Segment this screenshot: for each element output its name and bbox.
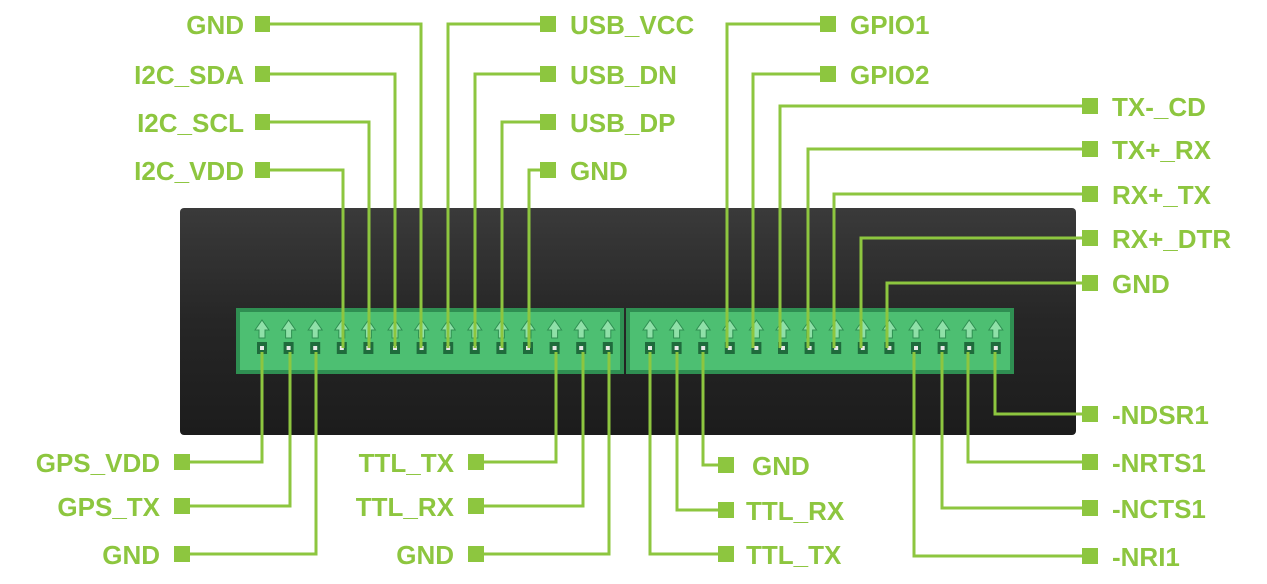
terminal-pin-b2-13	[961, 319, 978, 354]
wire-b1-gnd-bottom: GND	[102, 352, 318, 570]
terminal-block-2	[626, 308, 1014, 374]
label-i2c-sda: I2C_SDA	[134, 60, 244, 90]
wire-b2-ncts1: -NCTS1	[940, 352, 1206, 524]
wire-b1-ttl-tx: TTL_TX	[359, 352, 558, 478]
terminal-block-1-face	[240, 312, 620, 370]
terminal-pin-b1-13	[573, 319, 590, 354]
label-rx-tx: RX+_TX	[1112, 180, 1212, 210]
wire-b2-gpio2: GPIO2	[751, 60, 929, 348]
terminal-pin-b2-3	[695, 319, 712, 354]
label-b1-ttl-tx: TTL_TX	[359, 448, 455, 478]
terminal-pin-b1-1	[254, 319, 270, 354]
label-gpio2: GPIO2	[850, 60, 929, 90]
label-usb-vcc: USB_VCC	[570, 10, 694, 40]
wire-b2-rx-tx: RX+_TX	[832, 180, 1212, 348]
wire-b2-nrts1: -NRTS1	[966, 352, 1206, 478]
terminal-block-1	[236, 308, 624, 374]
label-b1-gnd-top2: GND	[570, 156, 628, 186]
label-b2-ttl-tx: TTL_TX	[746, 540, 842, 570]
wire-b1-gps-tx: GPS_TX	[57, 352, 292, 522]
wire-b1-ttl-rx: TTL_RX	[356, 352, 585, 522]
label-b1-gnd-bottom: GND	[102, 540, 160, 570]
label-gps-vdd: GPS_VDD	[36, 448, 160, 478]
wire-b1-gnd-top2: GND	[527, 156, 628, 348]
label-b1-gnd-bottom2: GND	[396, 540, 454, 570]
label-gps-tx: GPS_TX	[57, 492, 160, 522]
label-nri1: -NRI1	[1112, 542, 1180, 572]
terminal-pin-b2-12	[934, 319, 951, 354]
label-usb-dn: USB_DN	[570, 60, 677, 90]
wire-b2-ttl-tx: TTL_TX	[648, 352, 842, 570]
label-b1-ttl-rx: TTL_RX	[356, 492, 455, 522]
wire-b2-gnd-top: GND	[885, 269, 1170, 348]
label-i2c-scl: I2C_SCL	[137, 108, 244, 138]
label-b2-ttl-rx: TTL_RX	[746, 496, 845, 526]
wire-b1-usb-dn: USB_DN	[473, 60, 677, 348]
terminal-block-2-face	[630, 312, 1010, 370]
wire-b1-i2c-sda: I2C_SDA	[134, 60, 397, 348]
terminal-pin-b1-14	[599, 319, 616, 354]
label-tx-rx: TX+_RX	[1112, 135, 1212, 165]
wire-b1-usb-dp: USB_DP	[500, 108, 675, 348]
label-ncts1: -NCTS1	[1112, 494, 1206, 524]
label-tx-cd: TX-_CD	[1112, 92, 1206, 122]
wire-b2-tx-rx: TX+_RX	[806, 135, 1212, 348]
wire-b1-gnd-bottom2: GND	[396, 352, 611, 570]
terminal-pin-b1-3	[307, 319, 324, 354]
wire-b2-tx-cd: TX-_CD	[778, 92, 1206, 348]
wire-b2-gnd-bottom: GND	[701, 352, 810, 481]
wire-b1-i2c-scl: I2C_SCL	[137, 108, 371, 348]
terminal-pin-b1-12	[546, 319, 563, 354]
wire-b1-gnd-top: GND	[186, 10, 423, 348]
wire-b2-gpio1: GPIO1	[725, 10, 929, 348]
label-ndsr1: -NDSR1	[1112, 400, 1209, 430]
label-usb-dp: USB_DP	[570, 108, 675, 138]
terminal-pin-b2-2	[668, 319, 685, 354]
wire-b1-usb-vcc: USB_VCC	[446, 10, 694, 348]
label-b1-gnd-top: GND	[186, 10, 244, 40]
label-i2c-vdd: I2C_VDD	[134, 156, 244, 186]
label-b2-gnd-top: GND	[1112, 269, 1170, 299]
terminal-pin-b2-1	[642, 319, 658, 354]
wire-b1-i2c-vdd: I2C_VDD	[134, 156, 345, 348]
label-gpio1: GPIO1	[850, 10, 929, 40]
label-nrts1: -NRTS1	[1112, 448, 1206, 478]
wire-b2-nri1: -NRI1	[912, 352, 1180, 572]
wire-b2-rx-dtr: RX+_DTR	[859, 224, 1231, 348]
terminal-pin-b2-11	[908, 319, 924, 354]
label-b2-gnd-bottom: GND	[752, 451, 810, 481]
terminal-pin-b2-14	[987, 319, 1004, 354]
wire-b1-gps-vdd: GPS_VDD	[36, 352, 264, 478]
wire-b2-ttl-rx: TTL_RX	[675, 352, 845, 526]
label-rx-dtr: RX+_DTR	[1112, 224, 1231, 254]
wire-b2-ndsr1: -NDSR1	[993, 352, 1209, 430]
terminal-pin-b1-2	[280, 319, 297, 354]
